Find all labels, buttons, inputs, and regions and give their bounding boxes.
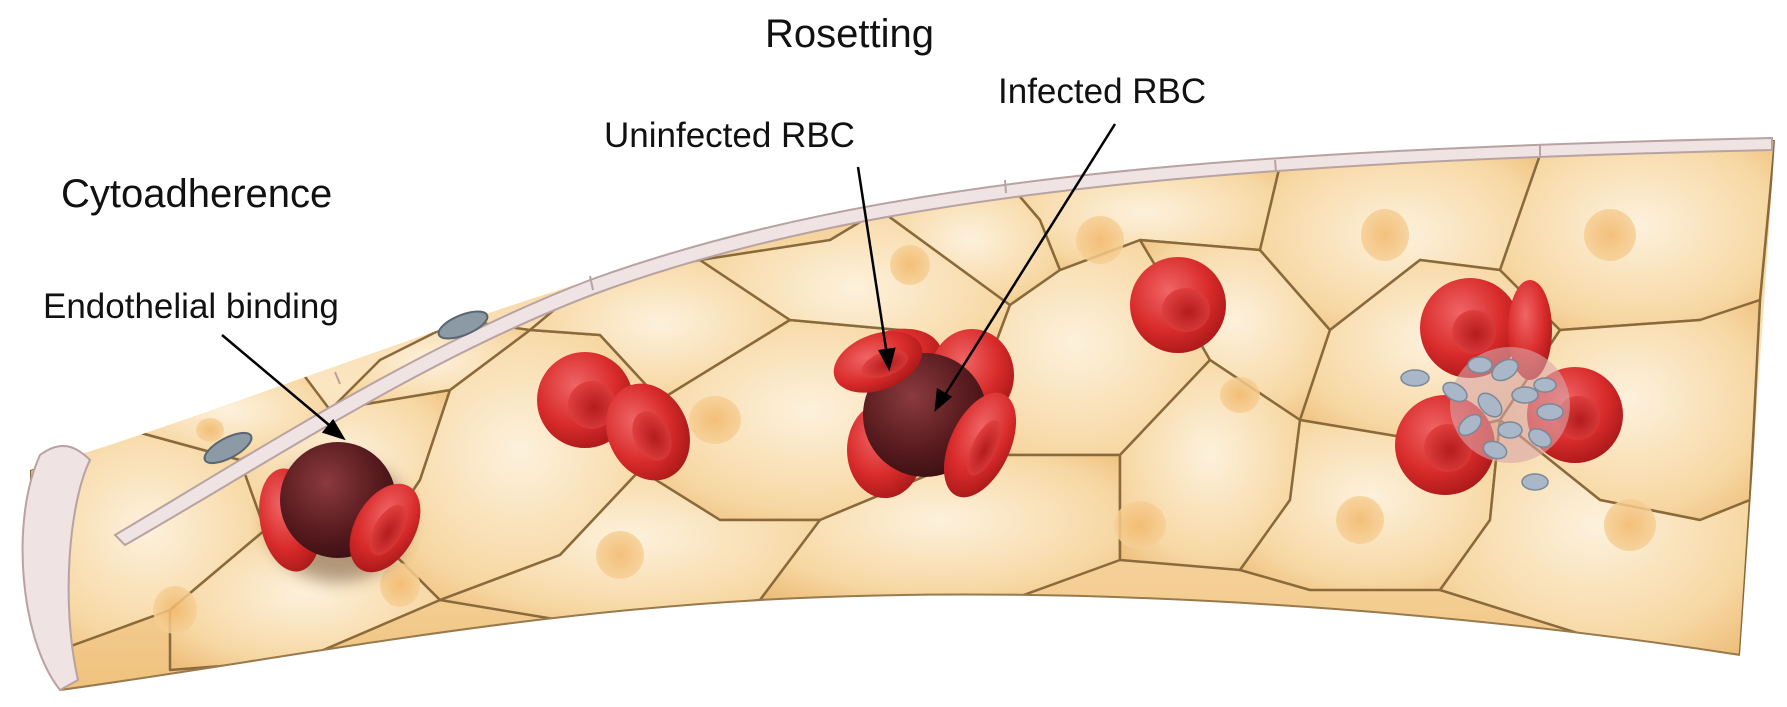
- wall-segment: [1275, 160, 1276, 172]
- rosetting-heading: Rosetting: [765, 12, 934, 57]
- single-rbc: [1130, 257, 1226, 353]
- infected-rbc-label: Infected RBC: [998, 72, 1206, 112]
- nucleus: [153, 586, 197, 634]
- nucleus: [1584, 209, 1636, 261]
- platelet: [1468, 357, 1492, 373]
- wall-segment: [1005, 180, 1006, 193]
- nucleus: [890, 245, 930, 285]
- platelet: [1534, 378, 1556, 392]
- uninfected-rbc-label: Uninfected RBC: [604, 116, 855, 156]
- platelet: [1401, 370, 1429, 386]
- nucleus: [380, 563, 420, 607]
- platelet: [1522, 474, 1548, 490]
- nucleus: [596, 531, 644, 579]
- nucleus: [196, 418, 224, 442]
- rbc-dimple: [1452, 310, 1496, 354]
- platelet: [1512, 387, 1538, 403]
- nucleus: [689, 396, 741, 444]
- platelet: [1498, 422, 1522, 438]
- cytoadherence-heading: Cytoadherence: [61, 172, 332, 217]
- rbc-dimple: [1162, 288, 1210, 332]
- platelet: [1537, 404, 1563, 420]
- nucleus: [1114, 501, 1166, 549]
- endothelial-binding-label: Endothelial binding: [43, 287, 339, 327]
- nucleus: [1220, 377, 1260, 413]
- nucleus: [1076, 216, 1124, 264]
- nucleus: [1361, 209, 1409, 261]
- nucleus: [1336, 496, 1384, 544]
- nucleus: [1604, 499, 1656, 551]
